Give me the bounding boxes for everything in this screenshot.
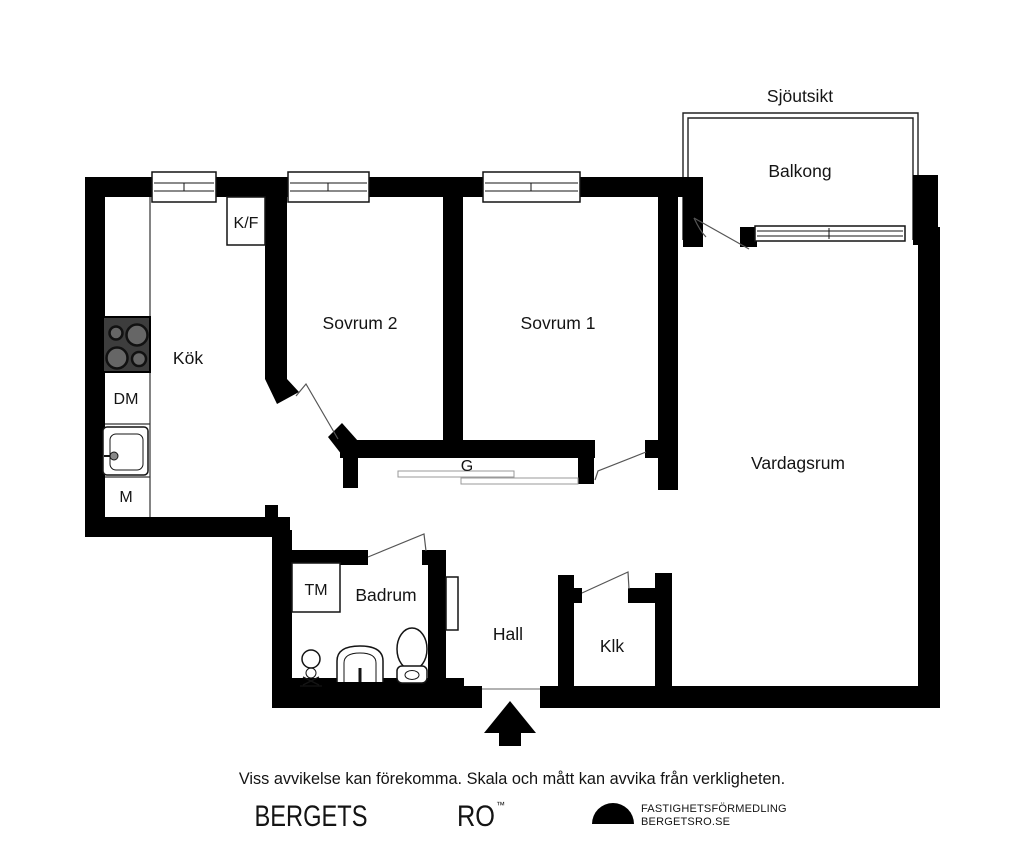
label-washing-machine: TM [304,582,327,599]
window-bedroom1 [482,171,581,203]
room-label-walk-in-closet: Klk [600,636,625,656]
label-wardrobe: G [461,458,473,475]
fridge-freezer-box [226,196,266,246]
agency-line1: FASTIGHETSFÖRMEDLING [641,803,787,815]
agency-line2: BERGETSRO.SE [641,816,730,828]
brand-word-bergets: BERGETS [255,800,368,833]
hall-cabinet [445,576,459,631]
door-bedroom2-kitchen [295,382,339,440]
brand-word-ro: RO [457,800,495,833]
window-kitchen [151,171,217,203]
door-balcony [693,217,750,250]
label-fridge-freezer: K/F [234,215,259,232]
entrance-arrow-icon [484,701,536,746]
washing-machine-box [291,562,341,613]
room-label-bathroom: Badrum [355,585,416,605]
bathroom-sink-icon [336,645,384,682]
view-label: Sjöutsikt [767,86,833,106]
door-walk-in-closet [581,571,630,594]
stove-icon [102,316,151,373]
window-living-room [754,225,906,242]
label-dishwasher: DM [114,391,139,408]
wardrobe-sliding-doors [397,470,579,485]
disclaimer-text: Viss avvikelse kan förekomma. Skala och … [239,770,785,788]
room-label-balcony: Balkong [768,161,831,181]
door-bedroom1 [594,451,647,481]
window-bedroom2 [287,171,370,203]
room-label-bedroom1: Sovrum 1 [521,313,596,333]
brand-logo-semicircle-icon [592,803,634,824]
label-micro: M [119,489,132,506]
kitchen-sink-icon [102,426,149,476]
walls [85,175,940,708]
room-label-hall: Hall [493,624,523,644]
shower-drain-icon [300,649,322,687]
brand-trademark: ™ [496,800,505,810]
room-label-bedroom2: Sovrum 2 [323,313,398,333]
room-label-living-room: Vardagsrum [751,453,845,473]
toilet-icon [396,627,428,684]
room-label-kitchen: Kök [173,348,203,368]
door-bathroom [367,533,427,558]
